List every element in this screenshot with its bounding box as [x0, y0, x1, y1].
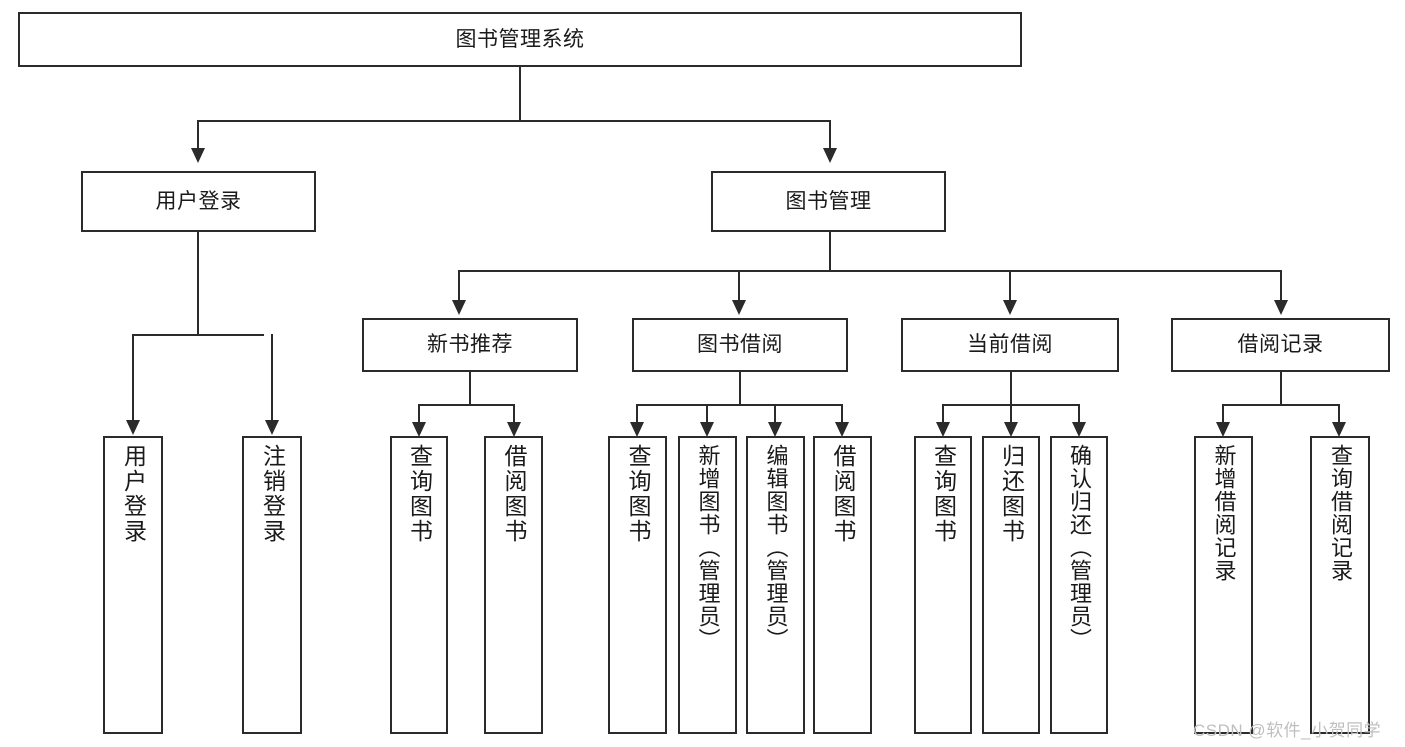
connector-br-child2: [1338, 404, 1340, 422]
connector-bb-child4: [841, 404, 843, 422]
arrowhead-leaf-cb-confirm: [1072, 422, 1086, 437]
leaf-bb-query-book-label: 查询图书: [625, 444, 651, 544]
leaf-rec-borrow-book-label: 借阅图书: [501, 444, 527, 544]
connector-to-borrow-record: [1280, 270, 1282, 300]
arrowhead-to-user-login: [191, 148, 205, 163]
connector-bb-child1: [636, 404, 638, 422]
connector-new-book-rec-stem: [469, 372, 471, 406]
arrowhead-leaf-cb-query: [936, 422, 950, 437]
node-root-label: 图书管理系统: [455, 27, 585, 51]
leaf-cb-confirm-return-admin[interactable]: 确认归还（管理员）: [1050, 436, 1108, 734]
connector-level1-bus: [198, 120, 831, 122]
arrowhead-to-borrow-record: [1274, 300, 1288, 315]
connector-to-book-borrow: [738, 270, 740, 300]
connector-book-manage-stem: [829, 232, 831, 272]
leaf-logout[interactable]: 注销登录: [242, 436, 302, 734]
node-book-manage-label: 图书管理: [785, 189, 872, 213]
connector-cb-child2: [1010, 404, 1012, 422]
connector-user-login-child2: [271, 334, 273, 420]
node-new-book-rec-label: 新书推荐: [427, 333, 513, 357]
leaf-bb-add-book-admin-label: 新增图书（管理员）: [695, 444, 721, 651]
connector-to-user-login: [197, 120, 199, 148]
connector-to-current-borrow: [1009, 270, 1011, 300]
arrowhead-leaf-user-login: [126, 420, 140, 435]
arrowhead-leaf-br-query: [1332, 422, 1346, 437]
connector-cb-child3: [1078, 404, 1080, 422]
leaf-br-query-record[interactable]: 查询借阅记录: [1310, 436, 1370, 734]
arrowhead-leaf-bb-edit: [768, 422, 782, 437]
leaf-rec-query-book[interactable]: 查询图书: [390, 436, 448, 734]
connector-level2-bus: [458, 270, 1281, 272]
connector-br-child1: [1222, 404, 1224, 422]
leaf-br-add-record[interactable]: 新增借阅记录: [1194, 436, 1253, 734]
arrowhead-leaf-bb-borrow: [835, 422, 849, 437]
leaf-cb-confirm-return-admin-label: 确认归还（管理员）: [1067, 444, 1092, 651]
leaf-logout-label: 注销登录: [259, 444, 286, 544]
leaf-rec-query-book-label: 查询图书: [406, 444, 433, 544]
leaf-cb-return-book[interactable]: 归还图书: [982, 436, 1040, 734]
arrowhead-leaf-bb-add: [700, 422, 714, 437]
arrowhead-to-book-borrow: [732, 300, 746, 315]
connector-user-login-stem: [197, 232, 199, 336]
connector-nbr-child2: [513, 404, 515, 422]
connector-borrow-record-stem: [1280, 372, 1282, 406]
connector-bb-child3: [774, 404, 776, 422]
node-borrow-record-label: 借阅记录: [1237, 333, 1324, 357]
arrowhead-leaf-rec-query: [412, 422, 426, 437]
connector-root-stem: [519, 67, 521, 121]
leaf-bb-borrow-book[interactable]: 借阅图书: [813, 436, 872, 734]
node-user-login-label: 用户登录: [155, 189, 242, 213]
connector-to-new-book-rec: [458, 270, 460, 300]
node-current-borrow-label: 当前借阅: [967, 333, 1053, 357]
arrowhead-leaf-logout: [265, 420, 279, 435]
arrowhead-to-book-manage: [823, 148, 837, 163]
leaf-bb-edit-book-admin[interactable]: 编辑图书（管理员）: [746, 436, 805, 734]
connector-borrow-record-bus: [1222, 404, 1339, 406]
connector-nbr-child1: [418, 404, 420, 422]
connector-user-login-child1: [132, 334, 134, 420]
connector-user-login-bus: [132, 334, 264, 336]
leaf-cb-query-book[interactable]: 查询图书: [914, 436, 972, 734]
leaf-bb-edit-book-admin-label: 编辑图书（管理员）: [763, 444, 789, 651]
leaf-br-add-record-label: 新增借阅记录: [1211, 444, 1237, 582]
leaf-bb-query-book[interactable]: 查询图书: [608, 436, 667, 734]
connector-current-borrow-stem: [1010, 372, 1012, 406]
connector-cb-child1: [942, 404, 944, 422]
connector-to-book-manage: [829, 120, 831, 148]
arrowhead-to-new-book-rec: [452, 300, 466, 315]
connector-book-borrow-bus: [636, 404, 842, 406]
connector-bb-child2: [706, 404, 708, 422]
node-book-manage[interactable]: 图书管理: [711, 171, 946, 232]
connector-new-book-rec-bus: [418, 404, 515, 406]
arrowhead-leaf-bb-query: [630, 422, 644, 437]
leaf-bb-add-book-admin[interactable]: 新增图书（管理员）: [678, 436, 737, 734]
node-root[interactable]: 图书管理系统: [18, 12, 1022, 67]
arrowhead-to-current-borrow: [1003, 300, 1017, 315]
leaf-user-login[interactable]: 用户登录: [103, 436, 163, 734]
node-book-borrow-label: 图书借阅: [697, 333, 783, 357]
leaf-user-login-label: 用户登录: [120, 444, 147, 544]
leaf-cb-query-book-label: 查询图书: [930, 444, 957, 544]
node-user-login[interactable]: 用户登录: [81, 171, 316, 232]
leaf-br-query-record-label: 查询借阅记录: [1328, 444, 1353, 582]
arrowhead-leaf-cb-return: [1004, 422, 1018, 437]
arrowhead-leaf-rec-borrow: [507, 422, 521, 437]
connector-book-borrow-stem: [739, 372, 741, 406]
node-book-borrow[interactable]: 图书借阅: [632, 318, 848, 372]
leaf-bb-borrow-book-label: 借阅图书: [830, 444, 856, 544]
arrowhead-leaf-br-add: [1216, 422, 1230, 437]
node-borrow-record[interactable]: 借阅记录: [1171, 318, 1390, 372]
node-current-borrow[interactable]: 当前借阅: [901, 318, 1119, 372]
node-new-book-rec[interactable]: 新书推荐: [362, 318, 578, 372]
leaf-rec-borrow-book[interactable]: 借阅图书: [484, 436, 543, 734]
leaf-cb-return-book-label: 归还图书: [998, 444, 1025, 544]
